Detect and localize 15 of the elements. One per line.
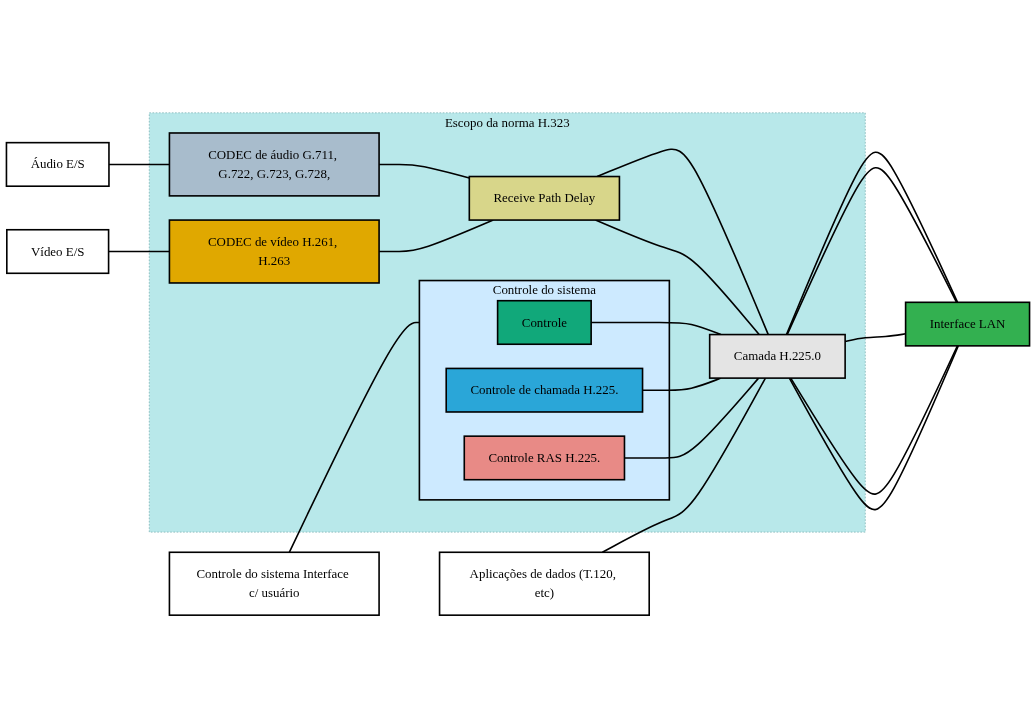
node-box: Controle do sistema Interface c/ usuário (168, 551, 380, 616)
node-box: Áudio E/S (5, 141, 110, 187)
node-box: CODEC de áudio G.711, G.722, G.723, G.728, (168, 132, 380, 197)
node-box: Camada H.225.0 (708, 333, 846, 379)
node-box: Vídeo E/S (6, 228, 110, 275)
node-box: Interface LAN (904, 301, 1031, 347)
node-box: Aplicações de dados (T.120, etc) (438, 551, 650, 616)
node-box: Controle (496, 299, 592, 346)
connector (601, 377, 767, 554)
node-box: Receive Path Delay (468, 175, 621, 221)
node-box: CODEC de vídeo H.261, H.263 (168, 219, 380, 284)
connector (288, 321, 421, 554)
node-box: Controle de chamada H.225. (445, 367, 644, 413)
connector (596, 148, 770, 336)
node-box: Controle RAS H.225. (463, 435, 626, 481)
